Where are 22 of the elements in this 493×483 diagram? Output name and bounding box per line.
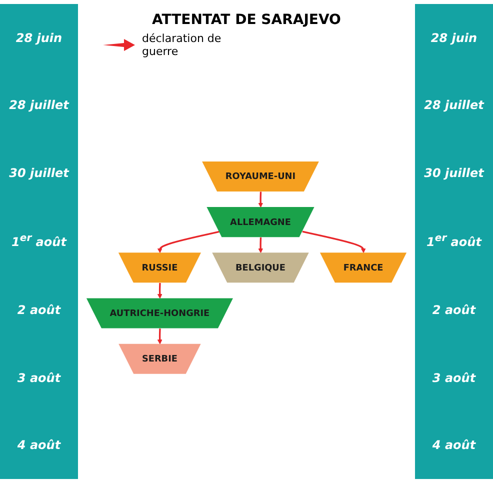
date-label: 1$^{er}$ août — [426, 233, 482, 250]
legend-label: déclaration de guerre — [142, 32, 222, 58]
date-label: 2 août — [17, 303, 61, 318]
date-label: 28 juin — [16, 30, 62, 45]
date-label: 3 août — [17, 370, 61, 385]
date-label: 30 juillet — [424, 166, 484, 180]
date-label: 28 juin — [430, 30, 478, 45]
arrow — [157, 230, 220, 253]
date-label: 30 juillet — [9, 166, 69, 180]
arrow — [258, 237, 264, 253]
date-label: 3 août — [432, 370, 476, 385]
date-label: 4 août — [17, 438, 61, 452]
date-label: 4 août — [432, 438, 476, 452]
date-label: 1$^{er}$ août — [12, 233, 66, 250]
arrow — [302, 230, 366, 253]
date-label: 28 juillet — [9, 98, 69, 112]
date-label: 28 juillet — [424, 98, 484, 112]
arrow — [157, 282, 162, 299]
date-label: 2 août — [432, 303, 476, 318]
title: ATTENTAT DE SARAJEVO — [152, 12, 341, 28]
arrow — [258, 192, 264, 208]
arrow — [157, 328, 162, 344]
